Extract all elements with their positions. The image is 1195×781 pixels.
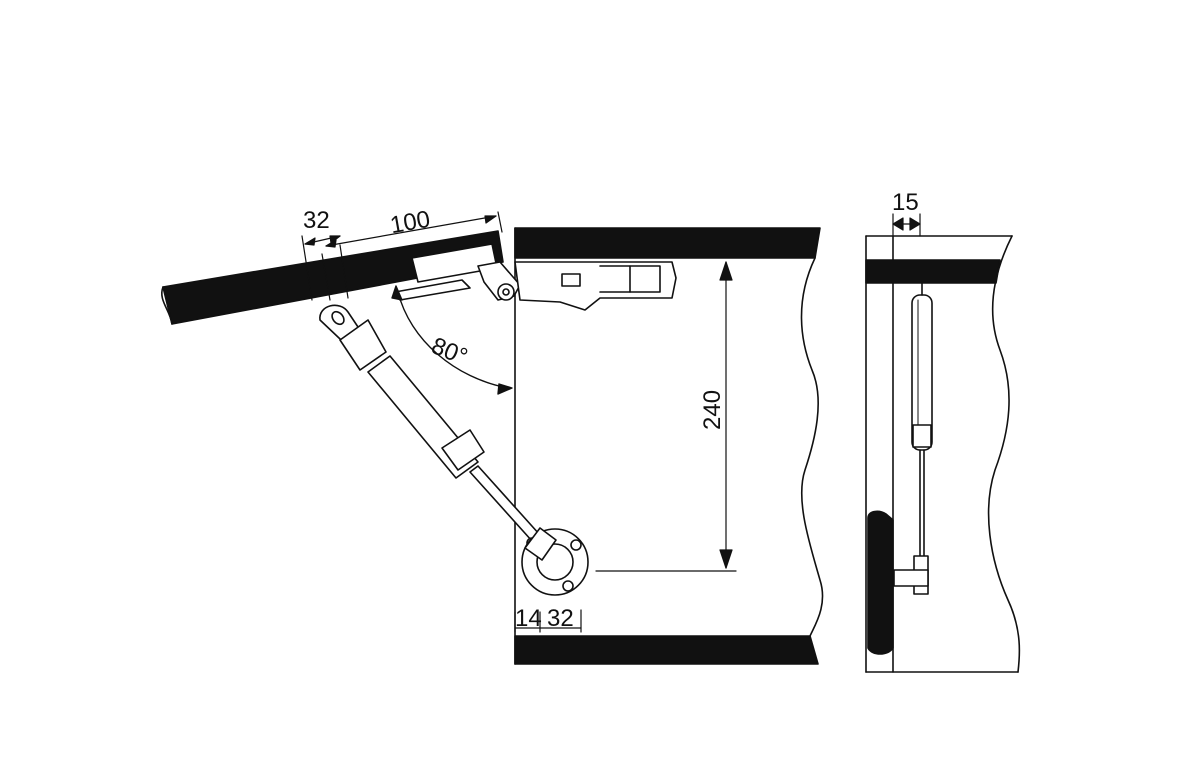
dimension-top xyxy=(301,211,503,301)
strut-top-fitting xyxy=(339,319,387,371)
strut-eyelet-hole xyxy=(331,310,345,326)
gas-strut xyxy=(319,304,589,596)
strut-base-fitting xyxy=(524,527,557,561)
arrow-32-left xyxy=(304,237,316,246)
dimension-bottom xyxy=(514,609,582,633)
base-screw-2 xyxy=(570,539,582,551)
cabinet-top-panel xyxy=(514,227,821,259)
ext-line-1 xyxy=(301,235,313,301)
break-line xyxy=(800,257,824,637)
cabinet-side-view xyxy=(865,235,1021,673)
label-angle: 80° xyxy=(427,332,471,371)
mount-plate-body xyxy=(514,261,677,311)
label-240: 240 xyxy=(699,390,726,430)
angle-indicator xyxy=(391,285,513,395)
lid-panel-group xyxy=(161,230,521,325)
dim-line-100 xyxy=(325,215,497,247)
label-100: 100 xyxy=(388,206,432,240)
base-screw-3 xyxy=(562,580,574,592)
cabinet-front-view xyxy=(514,227,824,665)
label-32-bottom: 32 xyxy=(547,605,574,632)
label-32-top: 32 xyxy=(303,207,330,234)
strut-rod xyxy=(469,465,541,542)
angle-arrow-top xyxy=(391,285,403,301)
arrow-15-left xyxy=(892,217,904,231)
label-14: 14 xyxy=(515,605,542,632)
hinge-pivot-center xyxy=(502,288,510,296)
ext-line-2 xyxy=(321,253,331,301)
side-strut-end xyxy=(912,424,932,448)
label-15: 15 xyxy=(892,189,919,216)
lid-panel xyxy=(162,230,504,325)
arrow-32-right xyxy=(329,235,341,244)
angle-arc xyxy=(397,291,509,389)
side-break-line xyxy=(987,235,1021,673)
hinge-arm xyxy=(394,279,471,301)
side-top-panel xyxy=(865,259,1001,284)
arrow-100-left xyxy=(325,239,337,248)
ext-line-4 xyxy=(497,211,503,233)
side-door-handle xyxy=(867,510,894,655)
ext-line-3 xyxy=(339,244,349,299)
side-strut-bracket xyxy=(893,569,929,587)
hinge-pivot xyxy=(497,283,515,301)
arrow-100-right xyxy=(484,215,497,224)
mount-slot xyxy=(561,273,581,287)
dimension-240 xyxy=(595,261,737,572)
arrow-240-top xyxy=(719,261,733,281)
strut-cylinder-end xyxy=(441,429,485,471)
cabinet-bottom-panel xyxy=(514,635,819,665)
arrow-15-right xyxy=(909,217,921,231)
dimension-15 xyxy=(892,213,921,237)
lid-break-edge xyxy=(161,286,173,325)
arrow-240-bottom xyxy=(719,549,733,569)
angle-arrow-bottom xyxy=(497,383,513,395)
hinge-mount-plate xyxy=(514,261,677,311)
